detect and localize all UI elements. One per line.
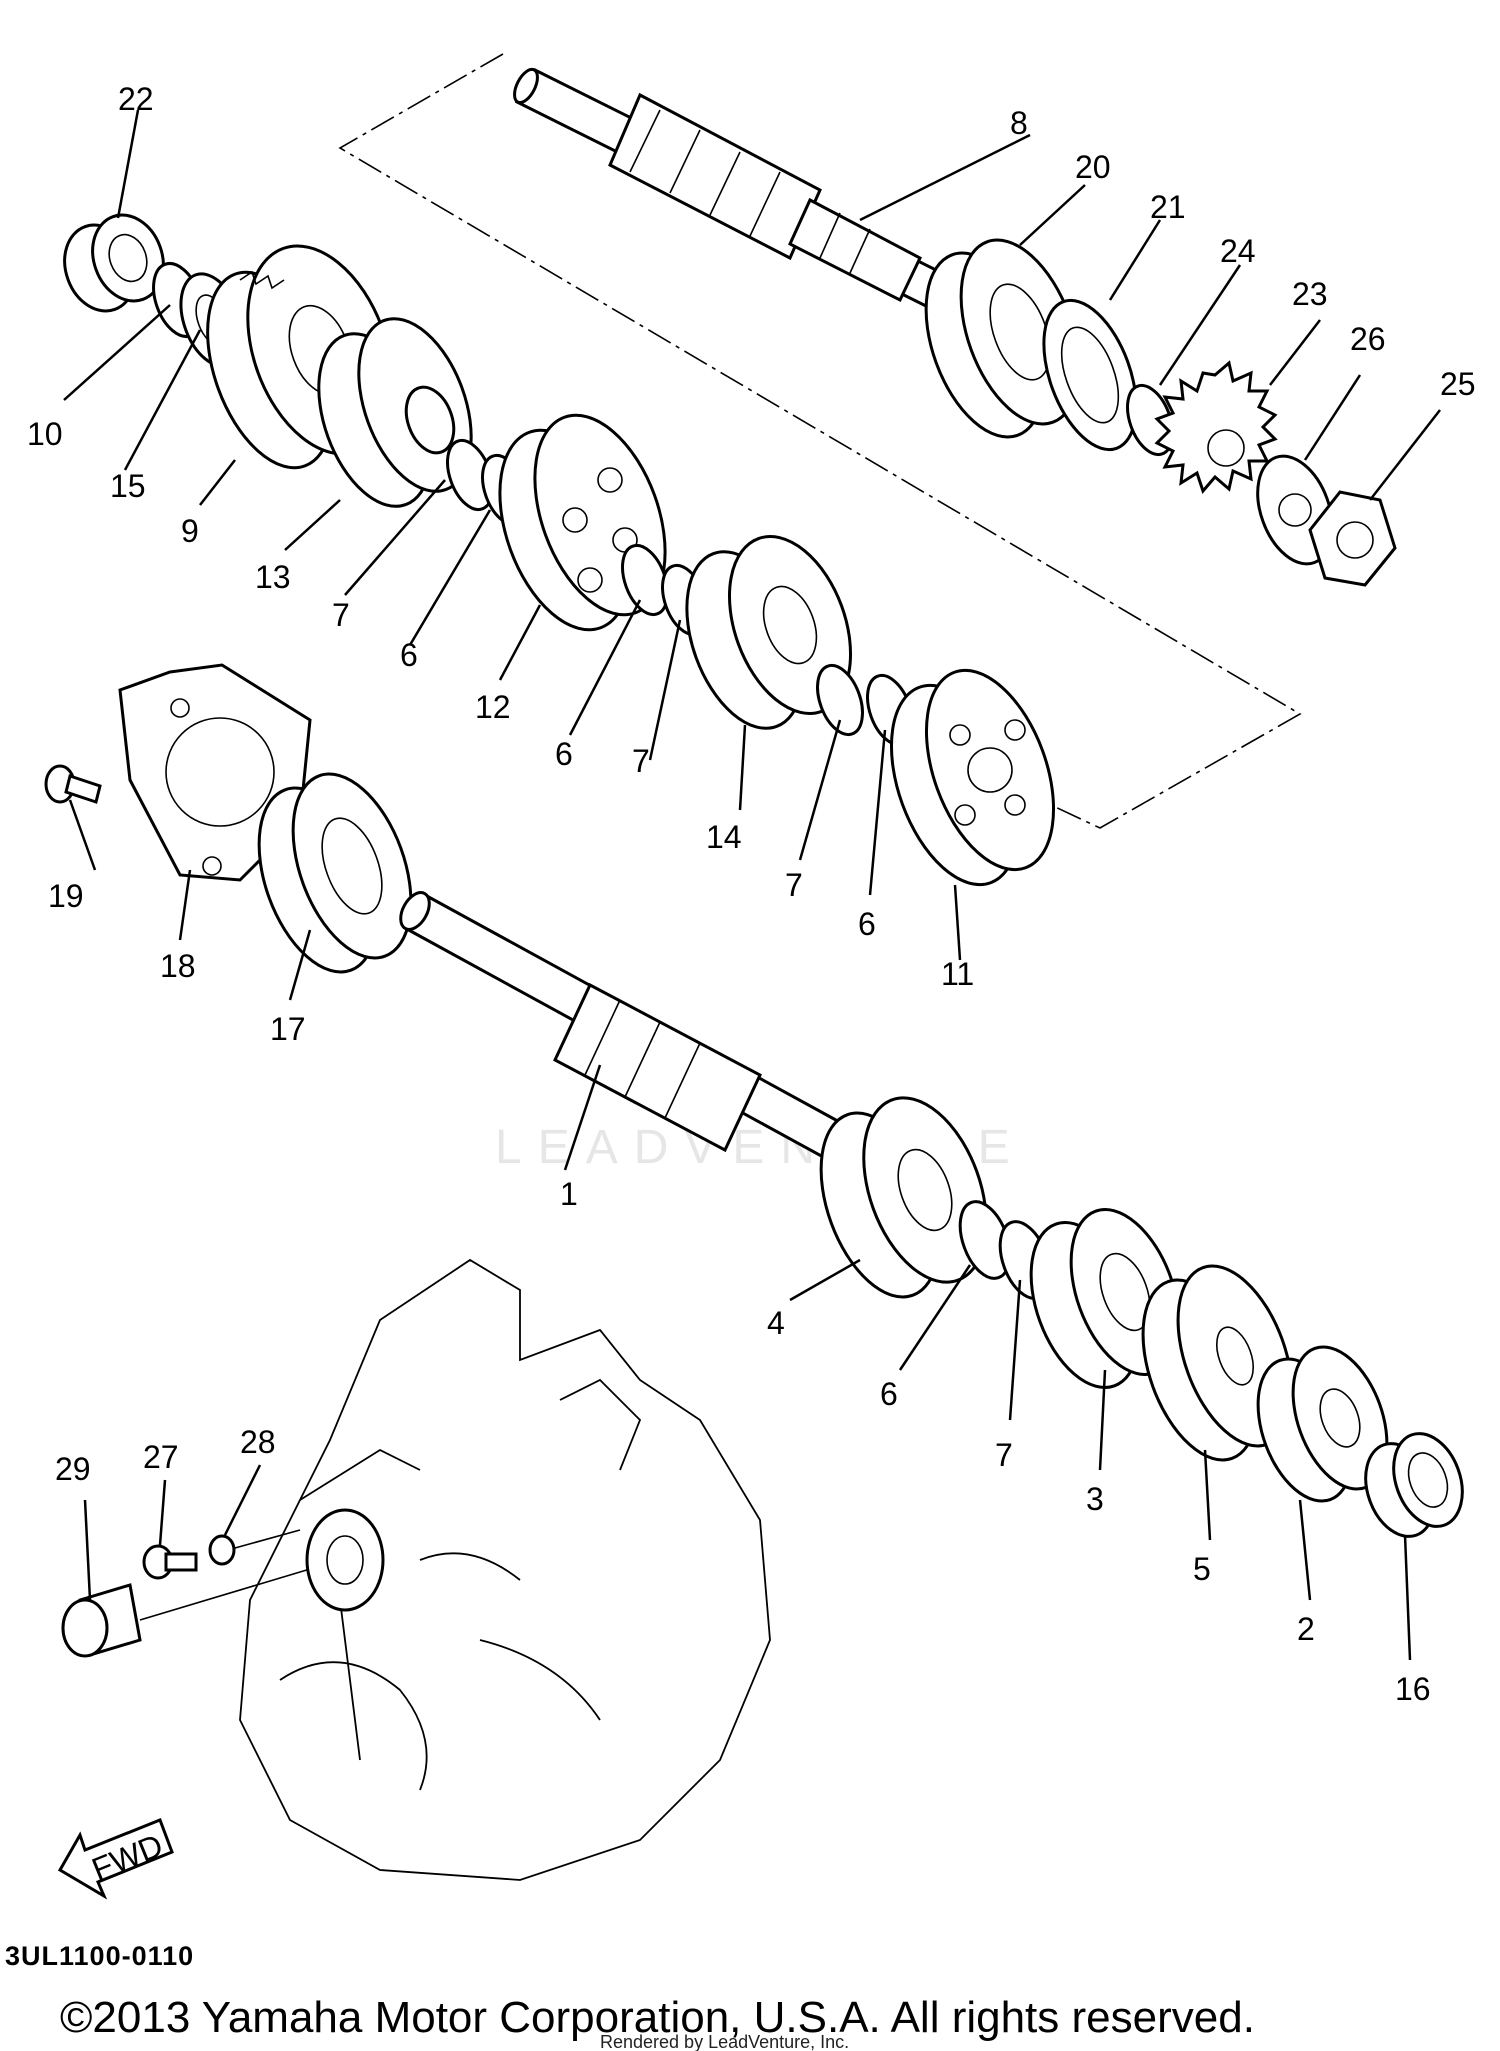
callout-9: 9: [181, 513, 199, 549]
callout-15: 15: [110, 468, 146, 504]
diagram-code: 3UL1100-0110: [5, 1941, 194, 1971]
callout-7c: 7: [785, 867, 803, 903]
callout-25: 25: [1440, 366, 1476, 402]
callout-17: 17: [270, 1011, 306, 1047]
callout-21: 21: [1150, 189, 1186, 225]
gear: [685, 535, 853, 730]
callout-5: 5: [1193, 1551, 1211, 1587]
callout-8: 8: [1010, 105, 1028, 141]
callout-11: 11: [941, 956, 974, 992]
callout-2: 2: [1297, 1611, 1315, 1647]
callout-7a: 7: [332, 597, 350, 633]
bearing: [63, 213, 165, 313]
callout-29: 29: [55, 1451, 91, 1487]
callout-4: 4: [767, 1305, 785, 1341]
callout-23: 23: [1292, 276, 1328, 312]
callout-12: 12: [475, 689, 511, 725]
main-axle: [399, 891, 848, 1161]
leader-lines: [63, 109, 1441, 1661]
drive-axle: [513, 67, 949, 309]
rendered-by-notice: Rendered by LeadVenture, Inc.: [600, 2032, 849, 2051]
crankcase-boss: [305, 1508, 385, 1612]
callout-20: 20: [1075, 149, 1111, 185]
bearing: [257, 772, 413, 974]
callout-22: 22: [118, 81, 154, 117]
callout-6a: 6: [400, 637, 418, 673]
washer: [208, 1534, 236, 1566]
callout-3: 3: [1086, 1481, 1104, 1517]
callout-26: 26: [1350, 321, 1386, 357]
oil-seal: [1042, 298, 1138, 452]
callout-7b: 7: [632, 743, 650, 779]
gear: [889, 668, 1056, 887]
callout-14: 14: [706, 819, 742, 855]
callout-1: 1: [560, 1176, 578, 1212]
gear: [498, 413, 667, 632]
callout-7d: 7: [995, 1437, 1013, 1473]
gear: [317, 317, 473, 508]
callout-6b: 6: [555, 736, 573, 772]
gear: [819, 1096, 988, 1299]
callout-13: 13: [255, 559, 291, 595]
callout-6c: 6: [858, 906, 876, 942]
callout-6d: 6: [880, 1376, 898, 1412]
callout-18: 18: [160, 948, 196, 984]
callout-28: 28: [240, 1424, 276, 1460]
fwd-arrow-icon: FWD: [57, 1818, 174, 1900]
crankcase-outline: [239, 1258, 771, 1881]
assembly-guide-line: [338, 53, 1302, 829]
gear: [1256, 1345, 1389, 1503]
callout-24: 24: [1220, 233, 1256, 269]
nut: [1308, 490, 1397, 587]
cap: [61, 1583, 142, 1658]
callout-27: 27: [143, 1439, 179, 1475]
callout-10: 10: [27, 416, 63, 452]
bearing: [1364, 1432, 1464, 1538]
copyright-notice: ©2013 Yamaha Motor Corporation, U.S.A. A…: [60, 1993, 1255, 2042]
screw: [142, 1544, 198, 1580]
callout-labels: 1 2 3 4 5 6 6 6 6 7 7 7 7 8 9 10 11 12 1…: [27, 81, 1476, 1707]
callout-16: 16: [1395, 1671, 1431, 1707]
callout-19: 19: [48, 878, 84, 914]
bolt: [44, 764, 102, 804]
drive-sprocket: [1154, 360, 1278, 494]
washer: [816, 663, 864, 737]
